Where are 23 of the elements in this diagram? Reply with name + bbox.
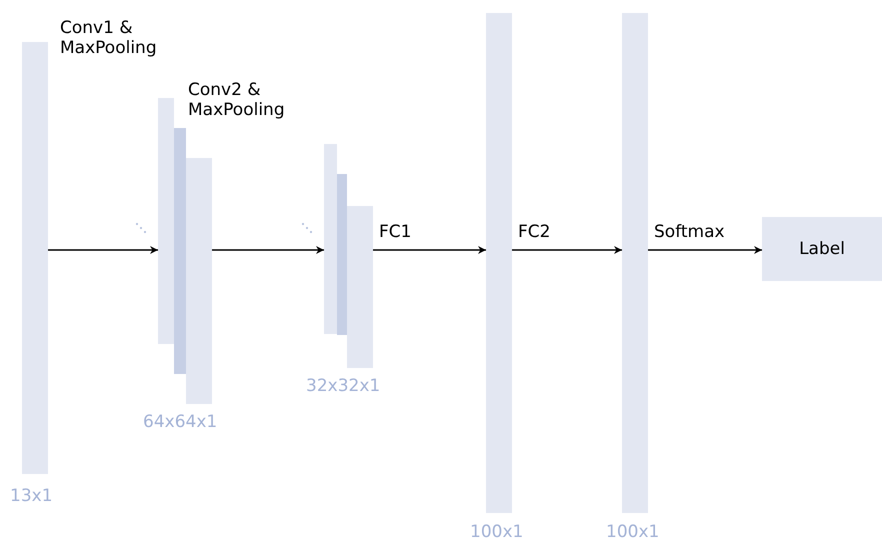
layer-label: Conv2 & MaxPooling [188, 80, 286, 120]
dimension-label: 13x1 [10, 486, 53, 506]
dimension-label: 32x32x1 [306, 376, 380, 396]
dimension-label: 100x1 [606, 522, 660, 542]
output-box [762, 217, 882, 281]
layer-bar [158, 98, 174, 344]
arrow [48, 246, 158, 254]
arrow [373, 246, 486, 254]
layer-label: Conv1 & MaxPooling [60, 18, 158, 58]
arrow [512, 246, 622, 254]
dimension-label: 64x64x1 [143, 412, 218, 432]
layer-bar [186, 158, 212, 404]
layer-bar [347, 206, 373, 368]
layer-bar [22, 42, 48, 474]
layer-bar [337, 174, 347, 335]
arrow [212, 246, 324, 254]
node-label: Label [799, 239, 845, 259]
layer-bar [324, 144, 337, 334]
dimension-label: 100x1 [470, 522, 524, 542]
arrow [648, 246, 762, 254]
layer-bar [174, 128, 186, 374]
layer-bar [622, 13, 648, 513]
layer-bar [486, 13, 512, 513]
